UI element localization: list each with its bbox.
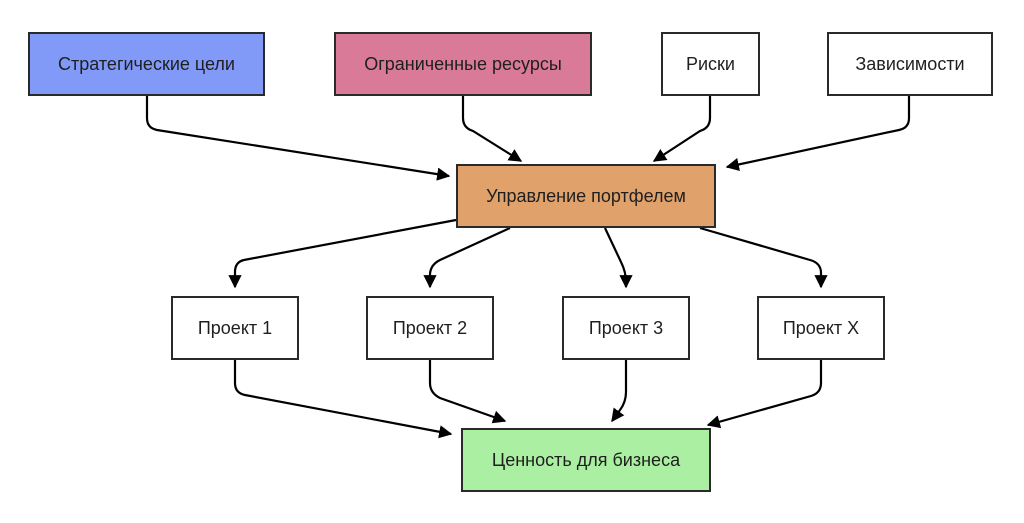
node-project-x-label: Проект X [782,317,860,338]
node-business-value: Ценность для бизнеса [461,428,711,492]
node-project-1: Проект 1 [171,296,299,360]
edge-dependencies-to-portfolio [725,96,911,171]
node-project-2-label: Проект 2 [392,317,468,338]
node-risks-label: Риски [686,53,735,74]
node-strategic-goals: Стратегические цели [28,32,265,96]
node-dependencies: Зависимости [827,32,993,96]
edge-project-3-to-business-value [611,360,628,423]
edge-project-2-to-business-value [428,360,507,424]
edge-strategic-goals-to-portfolio [145,96,451,181]
edge-portfolio-to-project-2 [423,226,511,289]
edge-portfolio-to-project-1 [228,218,457,289]
edge-project-x-to-business-value [706,360,823,429]
node-project-3-label: Проект 3 [588,317,664,338]
edge-risks-to-portfolio [652,96,712,162]
edge-portfolio-to-project-3 [604,227,633,289]
node-project-x: Проект X [757,296,885,360]
node-dependencies-label: Зависимости [855,53,965,74]
node-limited-resources: Ограниченные ресурсы [334,32,592,96]
edge-portfolio-to-project-x [699,226,828,289]
node-portfolio-management: Управление портфелем [456,164,716,228]
node-business-value-label: Ценность для бизнеса [491,449,681,470]
node-strategic-goals-label: Стратегические цели [58,53,235,74]
node-limited-resources-label: Ограниченные ресурсы [364,53,562,74]
node-risks: Риски [661,32,760,96]
node-project-1-label: Проект 1 [197,317,273,338]
edge-project-1-to-business-value [233,360,453,439]
node-project-3: Проект 3 [562,296,690,360]
edge-limited-resources-to-portfolio [461,96,523,162]
node-portfolio-management-label: Управление портфелем [486,185,686,206]
node-project-2: Проект 2 [366,296,494,360]
